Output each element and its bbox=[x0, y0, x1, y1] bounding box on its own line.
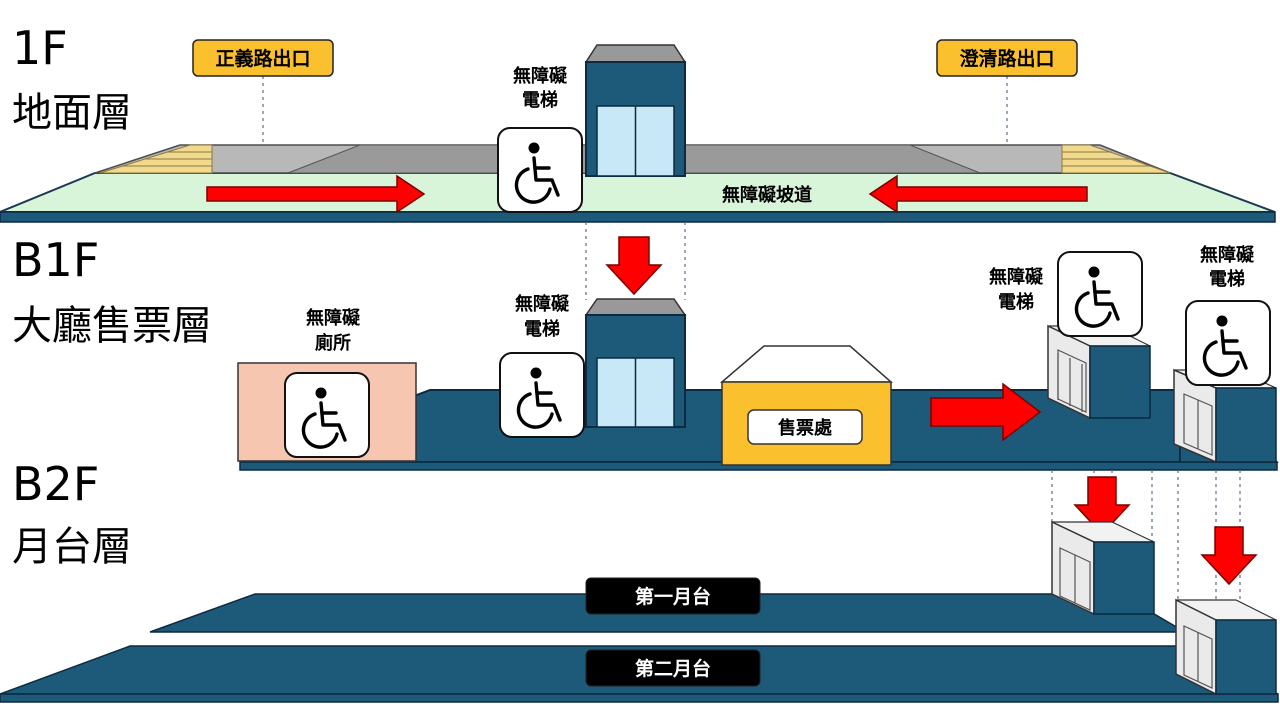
platform-second-label: 第二月台 bbox=[635, 657, 711, 680]
elevator-1f-label-line1: 無障礙 bbox=[513, 65, 568, 87]
platform-first-badge: 第一月台 bbox=[585, 577, 761, 615]
red-arrow-icon bbox=[930, 382, 1042, 442]
elevator-right-a-label-line2: 電梯 bbox=[998, 291, 1034, 313]
elevator-b1f-label-line1: 無障礙 bbox=[515, 293, 570, 315]
exit-sign-left: 正義路出口 bbox=[192, 39, 334, 145]
elevator-b1f bbox=[584, 298, 687, 428]
level-1f-code: 1F bbox=[12, 21, 68, 75]
toilet-label-line2: 廁所 bbox=[315, 332, 351, 354]
ticket-office bbox=[719, 345, 893, 466]
wheelchair-accessible-icon bbox=[498, 351, 586, 439]
toilet-label-line1: 無障礙 bbox=[306, 307, 361, 329]
ramp-label: 無障礙坡道 bbox=[722, 184, 812, 206]
red-arrow-icon bbox=[1073, 476, 1131, 536]
elevator-right-b-label-line2: 電梯 bbox=[1209, 268, 1245, 290]
exit-right-label: 澄清路出口 bbox=[959, 47, 1054, 70]
red-arrow-icon bbox=[868, 174, 1088, 214]
exit-left-label: 正義路出口 bbox=[215, 47, 310, 70]
elevator-right-b-label-line1: 無障礙 bbox=[1200, 244, 1255, 266]
level-b1f-label: B1F 大廳售票層 bbox=[12, 233, 212, 349]
red-arrow-icon bbox=[1200, 526, 1258, 586]
elevator-b2f-b bbox=[1175, 598, 1277, 696]
elevator-b1f-right-a bbox=[1047, 324, 1151, 420]
level-b1f-name: 大廳售票層 bbox=[12, 303, 212, 349]
ticket-office-label: 售票處 bbox=[778, 417, 832, 439]
exit-sign-right: 澄清路出口 bbox=[936, 39, 1078, 145]
elevator-1f bbox=[584, 44, 687, 177]
level-1f-label: 1F 地面層 bbox=[12, 21, 132, 136]
elevator-1f-label-line2: 電梯 bbox=[522, 89, 558, 111]
level-b2f-label: B2F 月台層 bbox=[12, 457, 132, 570]
level-b2f-name: 月台層 bbox=[12, 524, 132, 570]
red-arrow-icon bbox=[206, 174, 426, 214]
wheelchair-accessible-icon bbox=[1184, 299, 1272, 387]
level-b2f-code: B2F bbox=[12, 457, 99, 511]
level-b1f-code: B1F bbox=[12, 233, 99, 287]
platform-second-badge: 第二月台 bbox=[585, 649, 761, 687]
level-1f-name: 地面層 bbox=[12, 90, 132, 136]
wheelchair-accessible-icon bbox=[283, 371, 371, 459]
right-stairs bbox=[1061, 144, 1171, 174]
elevator-b1f-label-line2: 電梯 bbox=[524, 318, 560, 340]
platform-first-label: 第一月台 bbox=[635, 585, 711, 608]
wheelchair-accessible-icon bbox=[1056, 250, 1144, 338]
elevator-right-a-label-line1: 無障礙 bbox=[989, 266, 1044, 288]
wheelchair-accessible-icon bbox=[496, 126, 584, 214]
elevator-b2f-a bbox=[1051, 520, 1155, 616]
red-arrow-icon bbox=[605, 236, 663, 296]
left-stairs bbox=[99, 144, 213, 174]
